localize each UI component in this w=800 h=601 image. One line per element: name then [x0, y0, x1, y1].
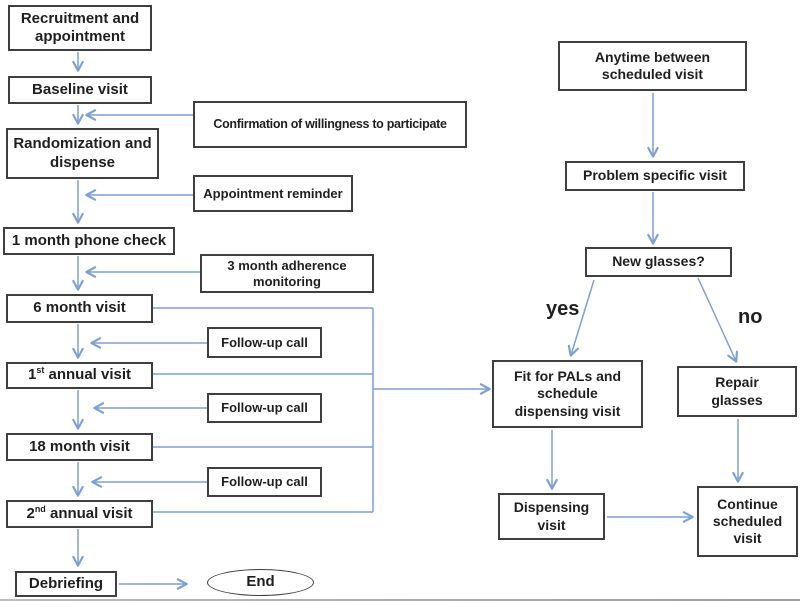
node-eighteen-month-visit: 18 month visit — [6, 433, 153, 461]
right-column-arrows — [546, 93, 744, 523]
node-second-annual-visit: 2nd annual visit — [6, 500, 153, 528]
node-problem-specific-visit: Problem specific visit — [565, 161, 745, 191]
node-phone-check: 1 month phone check — [3, 227, 175, 255]
node-end: End — [207, 569, 314, 596]
label-yes: yes — [546, 298, 580, 320]
node-recruitment: Recruitment and appointment — [8, 5, 152, 51]
node-debriefing: Debriefing — [15, 571, 117, 597]
node-repair-glasses: Repair glasses — [677, 366, 797, 417]
node-new-glasses-question: New glasses? — [585, 247, 732, 277]
node-appointment-reminder: Appointment reminder — [193, 175, 353, 212]
node-followup-call-2: Follow-up call — [207, 393, 322, 423]
node-continue-scheduled-visit: Continue scheduled visit — [697, 486, 798, 557]
node-first-annual-visit: 1st annual visit — [6, 362, 153, 389]
node-followup-call-1: Follow-up call — [207, 327, 322, 358]
node-confirmation: Confirmation of willingness to participa… — [193, 101, 467, 148]
node-six-month-visit: 6 month visit — [6, 294, 153, 323]
label-no: no — [738, 306, 763, 328]
node-randomization: Randomization and dispense — [6, 128, 159, 179]
node-dispensing-visit: Dispensing visit — [498, 493, 605, 540]
node-anytime-between: Anytime between scheduled visit — [558, 41, 747, 91]
arrow-no-branch — [697, 277, 739, 363]
node-followup-call-3: Follow-up call — [207, 467, 322, 497]
second-annual-label: 2nd annual visit — [26, 503, 133, 522]
node-fit-for-pals: Fit for PALs and schedule dispensing vis… — [492, 360, 643, 428]
first-annual-label: 1st annual visit — [27, 365, 132, 384]
figure-bottom-edge — [0, 599, 800, 601]
node-adherence-monitoring: 3 month adherence monitoring — [200, 254, 374, 293]
node-baseline-visit: Baseline visit — [8, 76, 152, 104]
